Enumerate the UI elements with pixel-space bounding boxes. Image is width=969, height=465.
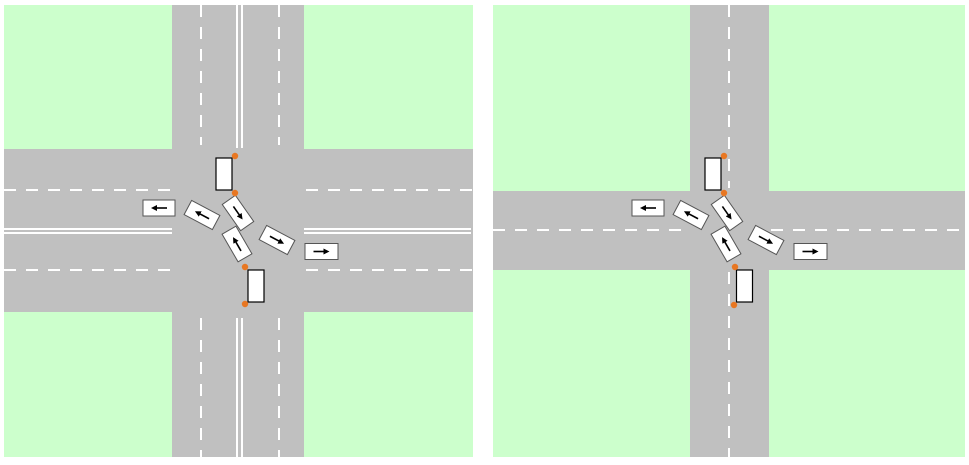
- vehicle-body: [735, 269, 754, 303]
- vehicles: [631, 152, 828, 309]
- direction-arrow-icon: [758, 235, 774, 244]
- vehicle-turning-right: [221, 194, 255, 232]
- panel-four-lane: [4, 5, 473, 457]
- vehicle-body: [704, 157, 722, 191]
- vehicle-turning-left: [221, 225, 253, 263]
- conflict-point: [720, 152, 728, 160]
- vehicle-body: [215, 157, 233, 191]
- vehicle-turning-left: [183, 199, 221, 231]
- vehicle-body: [247, 269, 265, 303]
- conflict-point: [241, 263, 249, 271]
- direction-arrow-icon: [233, 237, 242, 252]
- direction-arrow-icon: [269, 235, 285, 244]
- vehicles: [142, 152, 339, 308]
- vehicle-westbound: [142, 199, 176, 217]
- conflict-point: [731, 263, 739, 271]
- direction-arrow-icon: [194, 211, 210, 220]
- vehicle-eastbound: [793, 243, 828, 260]
- vehicle-westbound: [631, 199, 665, 217]
- conflict-point: [231, 189, 239, 197]
- conflict-point: [730, 301, 738, 309]
- vehicle-turning-right: [747, 224, 785, 256]
- vehicle-turning-right: [710, 194, 744, 232]
- direction-arrow-icon: [232, 205, 243, 220]
- direction-arrow-icon: [722, 237, 731, 252]
- vehicle-turning-right: [258, 224, 296, 256]
- parked-vehicle: [735, 269, 754, 303]
- conflict-point: [241, 300, 249, 308]
- parked-vehicle: [247, 269, 265, 303]
- lane-markings: [4, 5, 473, 457]
- vehicle-turning-left: [672, 199, 710, 231]
- parked-vehicle: [704, 157, 722, 191]
- vehicle-turning-left: [710, 225, 742, 263]
- vehicle-eastbound: [304, 243, 339, 260]
- parked-vehicle: [215, 157, 233, 191]
- lane-markings: [493, 5, 965, 457]
- conflict-point: [720, 189, 728, 197]
- direction-arrow-icon: [721, 205, 732, 220]
- direction-arrow-icon: [683, 211, 699, 220]
- panel-two-lane: [493, 5, 965, 457]
- conflict-point: [231, 152, 239, 160]
